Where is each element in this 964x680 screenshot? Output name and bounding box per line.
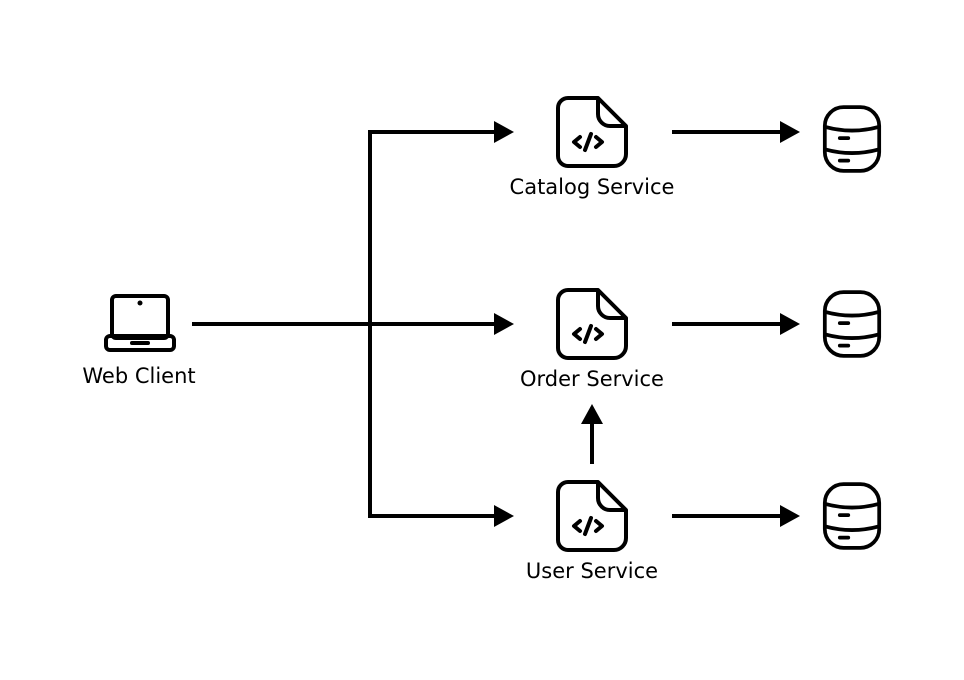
code-file-icon [556, 96, 628, 168]
code-file-icon [556, 288, 628, 360]
arrowhead-catalog [494, 121, 514, 143]
arrowhead-user-db [780, 505, 800, 527]
arrowhead-catalog-db [780, 121, 800, 143]
arrowhead-user [494, 505, 514, 527]
database-icon [822, 482, 882, 550]
database-icon [822, 105, 882, 173]
database-icon [822, 290, 882, 358]
node-user-db [822, 482, 882, 550]
arrowhead-user-to-order [581, 404, 603, 424]
web-client-label: Web Client [82, 364, 195, 388]
node-web-client: Web Client [82, 294, 196, 388]
node-catalog-db [822, 105, 882, 173]
order-service-label: Order Service [520, 367, 664, 391]
node-catalog-service: Catalog Service [510, 96, 675, 199]
laptop-icon [104, 294, 176, 352]
edge-client-to-catalog [368, 130, 494, 324]
arrowheads [494, 121, 800, 527]
arrowhead-order-db [780, 313, 800, 335]
node-order-service: Order Service [520, 288, 664, 391]
code-file-icon [556, 480, 628, 552]
node-user-service: User Service [526, 480, 658, 583]
catalog-service-label: Catalog Service [510, 175, 675, 199]
arrowhead-order [494, 313, 514, 335]
node-order-db [822, 290, 882, 358]
user-service-label: User Service [526, 559, 658, 583]
connectors [192, 130, 782, 518]
edge-client-to-user [368, 324, 494, 518]
